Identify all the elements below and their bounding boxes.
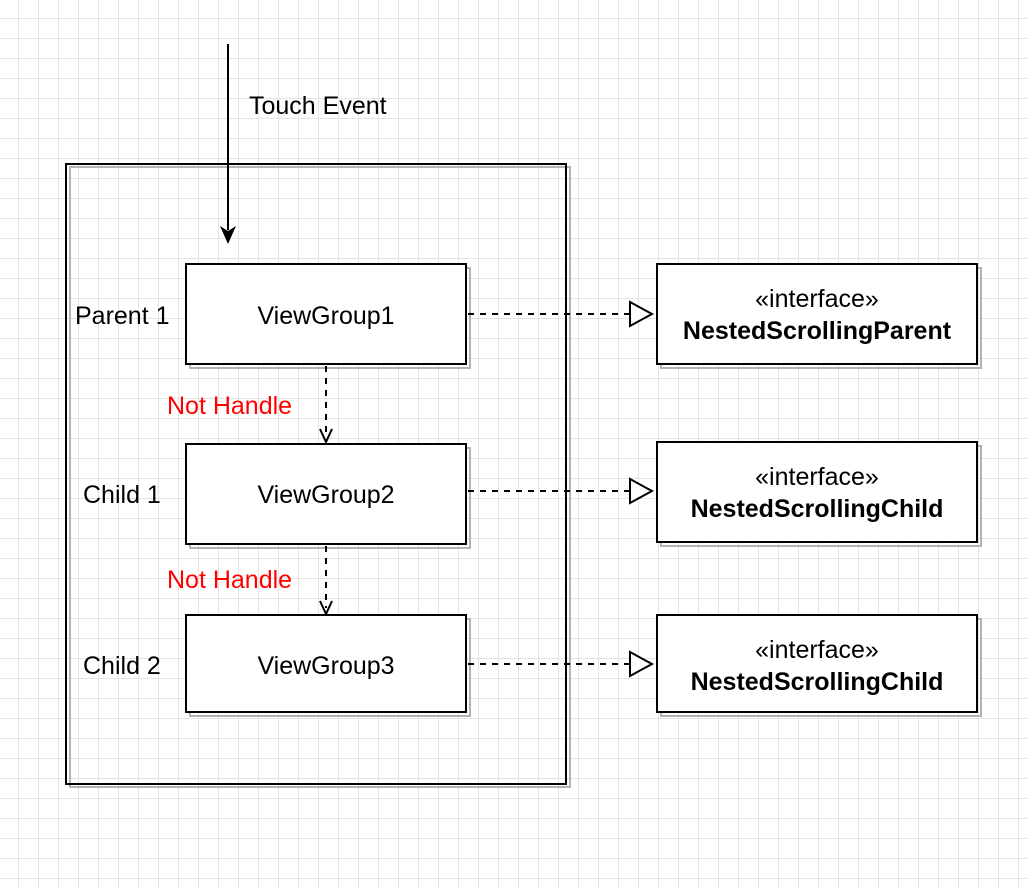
interface-box-nested-scrolling-child-1[interactable]: «interface» NestedScrollingChild (656, 441, 982, 547)
interface-box-nested-scrolling-parent[interactable]: «interface» NestedScrollingParent (656, 263, 982, 369)
interface-name: NestedScrollingParent (683, 317, 952, 345)
viewgroup-box-2[interactable]: ViewGroup2 (185, 443, 471, 549)
interface-box-nested-scrolling-child-2[interactable]: «interface» NestedScrollingChild (656, 614, 982, 717)
viewgroup-label: ViewGroup2 (257, 481, 394, 509)
outer-container (65, 163, 571, 788)
viewgroup-label: ViewGroup3 (257, 652, 394, 680)
interface-stereotype: «interface» (755, 285, 879, 313)
realization-edge-1 (468, 300, 655, 328)
role-label-parent-1: Parent 1 (75, 302, 170, 330)
viewgroup-label: ViewGroup1 (257, 302, 394, 330)
interface-name: NestedScrollingChild (691, 495, 944, 523)
not-handle-label-1: Not Handle (167, 392, 292, 420)
realization-edge-2 (468, 477, 655, 505)
role-label-child-2: Child 2 (83, 652, 161, 680)
viewgroup-box-1[interactable]: ViewGroup1 (185, 263, 471, 369)
interface-stereotype: «interface» (755, 463, 879, 491)
interface-stereotype: «interface» (755, 636, 879, 664)
viewgroup-box-3[interactable]: ViewGroup3 (185, 614, 471, 717)
touch-event-arrow (220, 44, 236, 244)
not-handle-arrow-2 (319, 546, 333, 617)
interface-name: NestedScrollingChild (691, 668, 944, 696)
touch-event-label: Touch Event (249, 92, 387, 120)
not-handle-arrow-1 (319, 366, 333, 445)
not-handle-label-2: Not Handle (167, 566, 292, 594)
realization-edge-3 (468, 650, 655, 678)
role-label-child-1: Child 1 (83, 481, 161, 509)
